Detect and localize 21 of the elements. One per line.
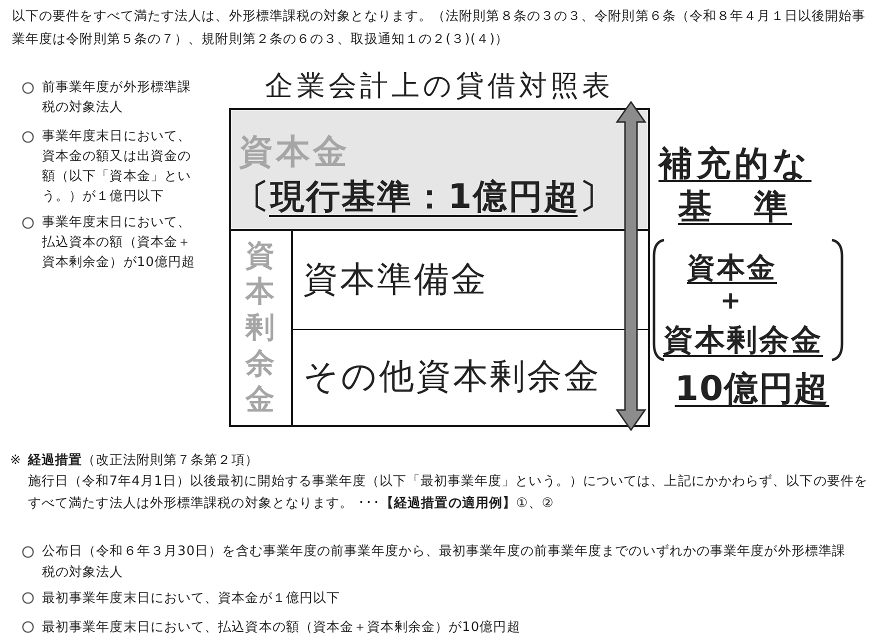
formula-term: 資本金 bbox=[687, 250, 777, 286]
formula-term: 資本剰余金 bbox=[663, 322, 823, 360]
row-label: その他資本剰余金 bbox=[303, 356, 601, 399]
intro-text: 以下の要件をすべて満たす法人は、外形標準課税の対象となります。（法附則第８条の３の３、令附則第６条（令和８年４月１日以後開始事業年度は令附則第５条の７）、規附則第２条の６の３、取扱通知１の２(３)(４)） bbox=[12, 8, 867, 49]
table-heading: 企業会計上の貸借対照表 bbox=[265, 68, 614, 104]
note-text: 施行日（令和7年4月1日）以後最初に開始する事業年度（以下「最初事業年度」という。）については、上記にかかわらず、以下の要件をすべて満たす法人は外形標準課税の対象となります。 ･･･【経過措置の適用例】①、② bbox=[28, 473, 868, 513]
requirement-text: 前事業年度が外形標準課税の対象法人 bbox=[42, 79, 192, 117]
requirement-text: 公布日（令和６年３月30日）を含む事業年度の前事業年度から、最初事業年度の前事業年度までのいずれかの事業年度が外形標準課税の対象法人 bbox=[42, 543, 847, 582]
section-label: 資本剰余金 bbox=[245, 237, 275, 417]
table-row bbox=[229, 108, 650, 231]
requirement-text: 最初事業年度末日において、資本金が１億円以下 bbox=[42, 590, 340, 608]
criterion-heading: 補充的な基 準 bbox=[656, 143, 812, 229]
threshold-text: 10億円超 bbox=[674, 368, 830, 411]
row-label: 資本準備金 bbox=[303, 259, 488, 302]
requirement-text: 最初事業年度末日において、払込資本の額（資本金＋資本剰余金）が10億円超 bbox=[42, 619, 520, 637]
requirement-text: 事業年度末日において、資本金の額又は出資金の額（以下「資本金」という。）が１億円以下 bbox=[42, 128, 192, 206]
row-label: 資本金 bbox=[239, 131, 350, 174]
reference-mark: ※ bbox=[10, 452, 22, 470]
note-heading: 経過措置（改正法附則第７条第２項） bbox=[28, 452, 258, 470]
requirement-text: 事業年度末日において、払込資本の額（資本金＋資本剰余金）が10億円超 bbox=[42, 214, 196, 272]
plus-sign: ＋ bbox=[716, 283, 746, 317]
